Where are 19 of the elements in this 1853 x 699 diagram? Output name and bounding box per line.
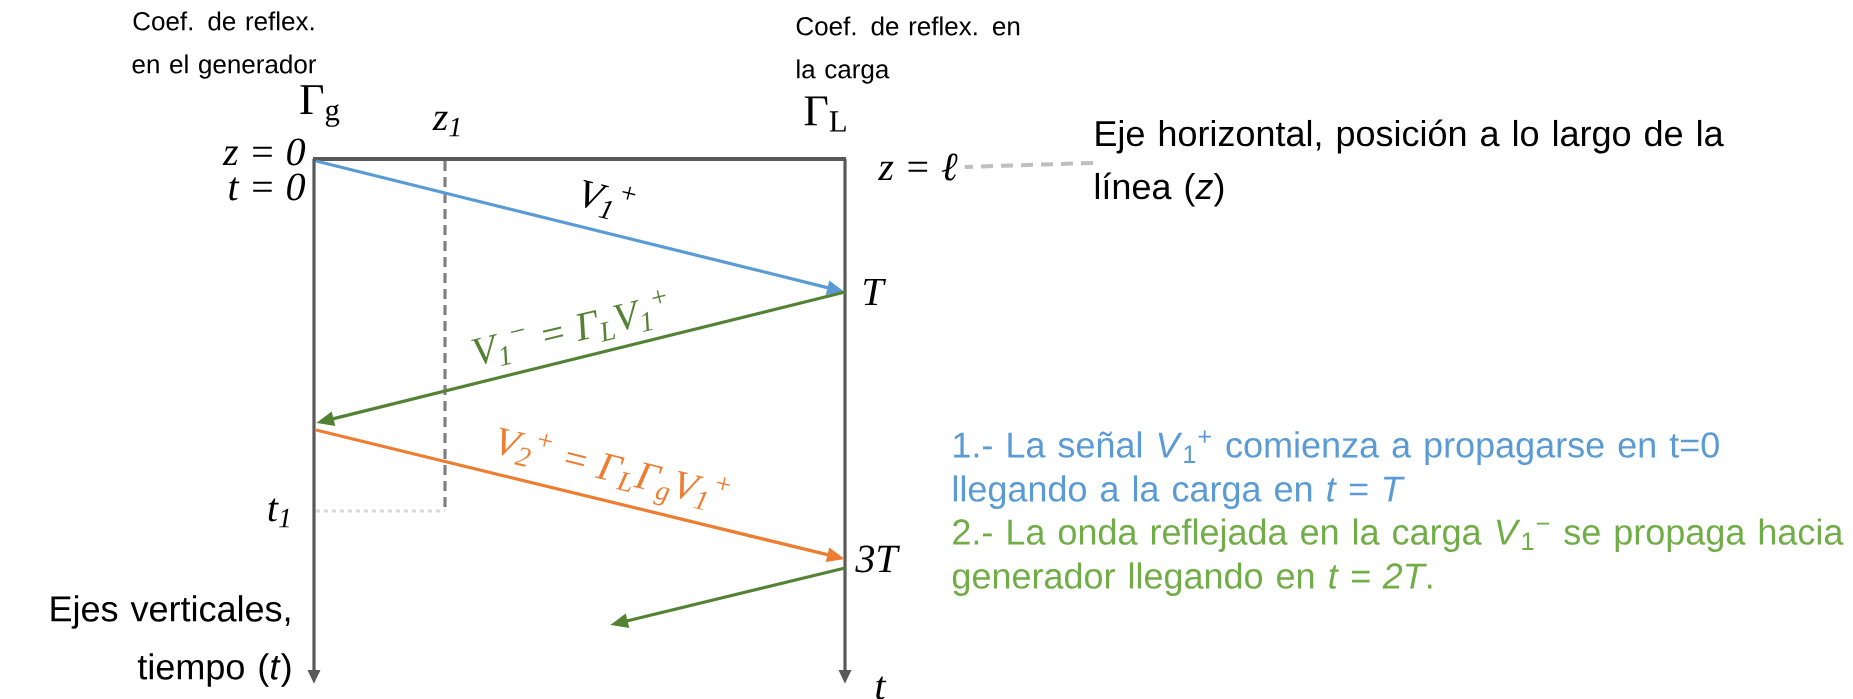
edge-label: V$_{2}$$^{+}$ = Γ$_{L}$Γ$_{g}$V$_{1}$+ xyxy=(499,427,731,511)
position-label: z$_{1}$ xyxy=(432,111,460,137)
axis-heading: Coef. de reflex. en el generador xyxy=(132,11,316,79)
explanation-text: 2.- La onda reflejada en la carga V$_{1}$$^{−}$ se propaga hacia generador llegando en t = 2T. xyxy=(952,518,1844,596)
time-label: 3T xyxy=(855,545,901,573)
coefficient-symbol: Γ$_{L}$ xyxy=(804,96,846,132)
edge-label: V$_{1}$+ xyxy=(583,179,636,220)
coefficient-symbol: Γ$_{g}$ xyxy=(300,85,340,127)
time-label: t xyxy=(876,676,887,699)
time-label: t$_{1}$ xyxy=(268,498,289,528)
axis-origin-label: z = 0 t = 0 xyxy=(222,138,306,201)
axis-heading: Coef. de reflex. en la carga xyxy=(796,16,1020,84)
explanation-text: 1.- La señal V$_{1}$$^{+}$ comienza a propagarse en t=0 llegando a la carga en t = T xyxy=(953,430,1719,509)
axis-description: Ejes verticales, tiempo (t) xyxy=(51,595,291,687)
leader-line xyxy=(964,161,1094,169)
time-label: T xyxy=(864,278,887,306)
axis-description: Eje horizontal, posición a lo largo de la línea (z) xyxy=(1095,119,1724,207)
edge-label: V$_{1}$$^{−}$ = Γ$_{L}$V$_{1}$+ xyxy=(471,290,666,366)
position-label: z = ℓ xyxy=(877,153,958,181)
